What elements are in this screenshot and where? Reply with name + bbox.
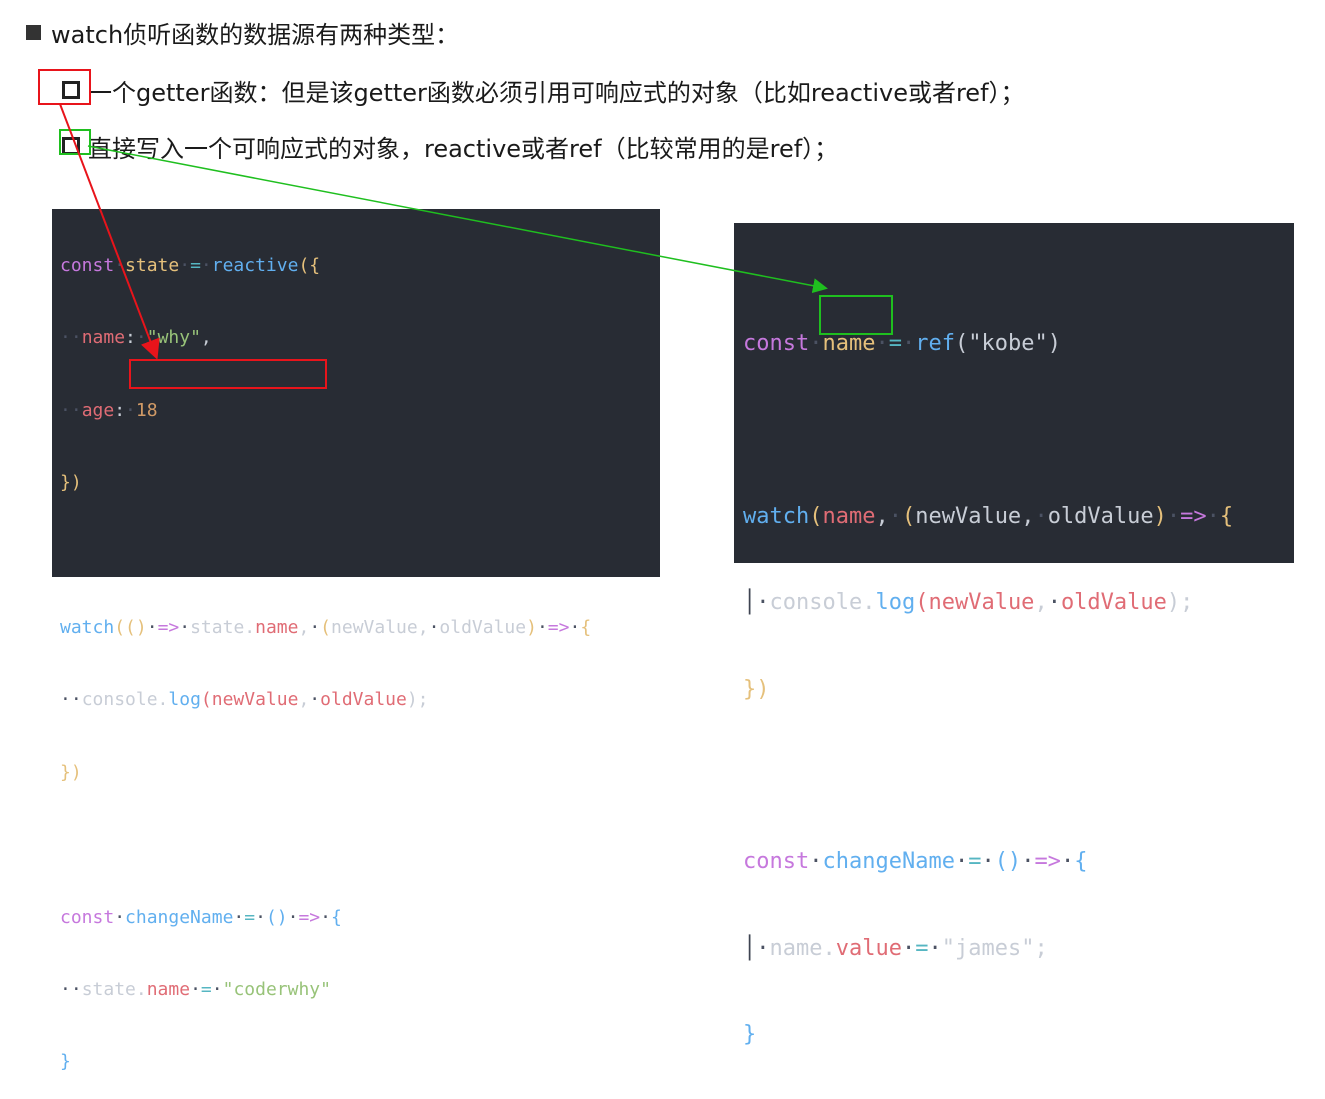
code-line: }) [60, 472, 82, 494]
code-line: const·changeName·=·()·=>·{ [60, 906, 342, 928]
code-line: ··age:·18 [60, 399, 158, 421]
hollow-square-bullet-icon [62, 137, 80, 155]
code-line-empty [60, 541, 660, 571]
bullet-text: 一个getter函数：但是该getter函数必须引用可响应式的对象（比如reac… [88, 78, 1025, 107]
code-line: const·state·=·reactive({ [60, 255, 321, 276]
code-line: ··name:·"why", [60, 327, 212, 349]
bullet-getter: 一个getter函数：但是该getter函数必须引用可响应式的对象（比如reac… [62, 72, 1025, 108]
bullet-reactive-object: 直接写入一个可响应式的对象，reactive或者ref（比较常用的是ref）； [62, 128, 838, 164]
square-bullet-icon [26, 24, 41, 40]
code-line: }) [743, 676, 770, 702]
hollow-square-bullet-icon [62, 81, 80, 99]
code-line: watch(name,·(newValue,·oldValue)·=>·{ [743, 503, 1234, 529]
code-block-ref-example: const·name·=·ref("kobe") watch(name,·(ne… [734, 223, 1294, 1047]
code-line: }) [60, 761, 82, 783]
code-line: const·changeName·=·()·=>·{ [743, 849, 1088, 875]
code-line: watch(()·=>·state.name,·(newValue,·oldVa… [60, 616, 592, 638]
code-line: │·name.value·=·"james"; [743, 935, 1048, 961]
bullet-text: 直接写入一个可响应式的对象，reactive或者ref（比较常用的是ref）； [88, 134, 839, 163]
code-line: } [60, 1051, 71, 1073]
code-line-empty [743, 758, 1294, 794]
section-heading: watch侦听函数的数据源有两种类型： [26, 14, 459, 50]
code-line: const·name·=·ref("kobe") [743, 331, 1061, 356]
code-line: ··console.log(newValue,·oldValue); [60, 689, 429, 711]
code-line-empty [743, 412, 1294, 448]
heading-text: watch侦听函数的数据源有两种类型： [51, 20, 460, 49]
code-line: } [743, 1022, 757, 1048]
code-line: ··state.name·=·"coderwhy" [60, 978, 331, 1000]
code-block-getter-example: const·state·=·reactive({ ··name:·"why", … [52, 209, 660, 1072]
code-line-empty [60, 830, 660, 860]
code-line: │·console.log(newValue,·oldValue); [743, 590, 1194, 616]
